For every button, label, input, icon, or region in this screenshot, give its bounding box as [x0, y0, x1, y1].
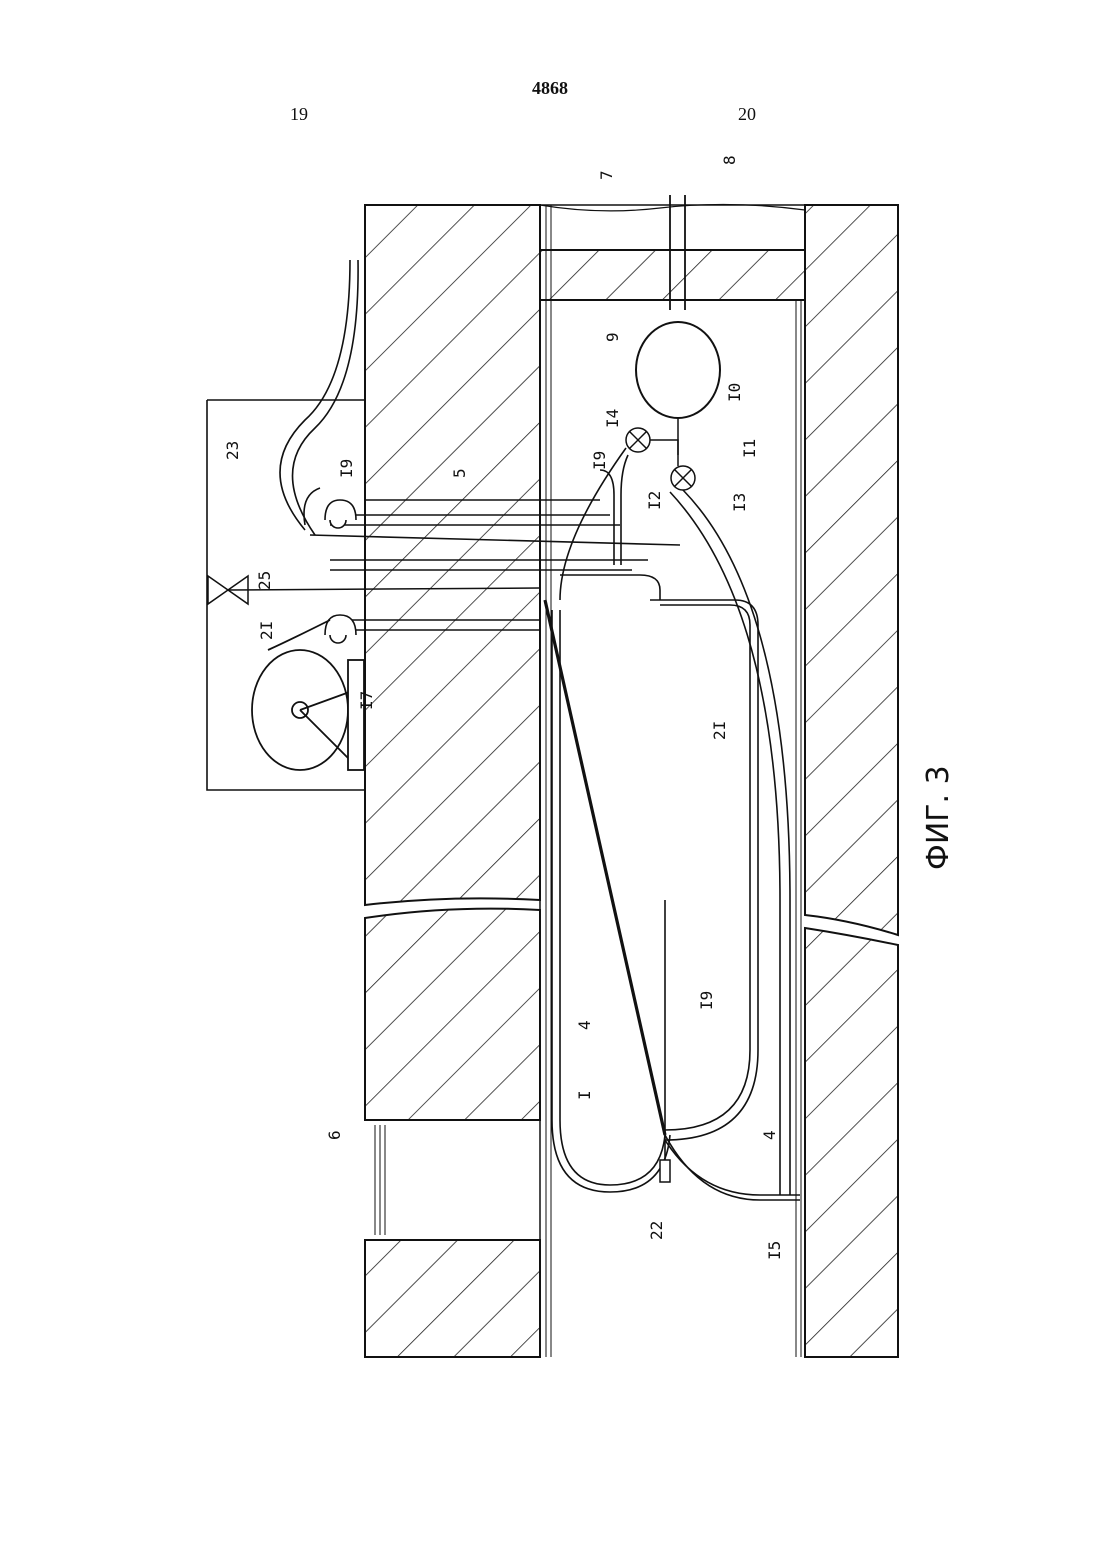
balloon-9: [636, 322, 720, 418]
catheter-loops: [552, 455, 800, 1200]
valve-14: [626, 428, 650, 452]
label-13: I3: [730, 493, 749, 512]
label-22: 22: [647, 1221, 666, 1240]
label-14: I4: [603, 409, 622, 428]
label-19b: I9: [590, 451, 609, 470]
label-7: 7: [597, 170, 616, 180]
label-4a: 4: [575, 1020, 594, 1030]
label-23: 23: [223, 441, 242, 460]
label-4b: 4: [760, 1130, 779, 1140]
label-21b: 2I: [710, 721, 729, 740]
label-19a: I9: [337, 459, 356, 478]
label-8: 8: [720, 155, 739, 165]
reel: [252, 620, 364, 770]
left-wall-upper: [365, 205, 540, 905]
label-19c: I9: [697, 991, 716, 1010]
line-4: [545, 600, 665, 1135]
clamp-22: [660, 1160, 670, 1182]
left-wall-lower: [365, 909, 540, 1120]
label-15: I5: [765, 1241, 784, 1260]
label-5: 5: [450, 468, 469, 478]
label-9: 9: [603, 332, 622, 342]
label-21a: 2I: [257, 621, 276, 640]
left-wall-bottom: [365, 1240, 540, 1357]
label-10: I0: [725, 383, 744, 402]
label-25: 25: [255, 571, 274, 590]
valve-13: [671, 466, 695, 490]
figure-caption: ФИГ. 3: [921, 765, 956, 870]
coil-ends: [304, 488, 356, 643]
label-1: I: [575, 1090, 594, 1100]
label-11: I1: [740, 439, 759, 458]
right-wall-lower: [805, 928, 898, 1357]
top-plug: [540, 250, 805, 300]
tube-23: [280, 260, 358, 535]
pipe-6: [365, 1120, 540, 1240]
label-17: I7: [357, 691, 376, 710]
right-wall-upper: [805, 205, 898, 935]
label-12: I2: [645, 491, 664, 510]
label-6: 6: [325, 1130, 344, 1140]
